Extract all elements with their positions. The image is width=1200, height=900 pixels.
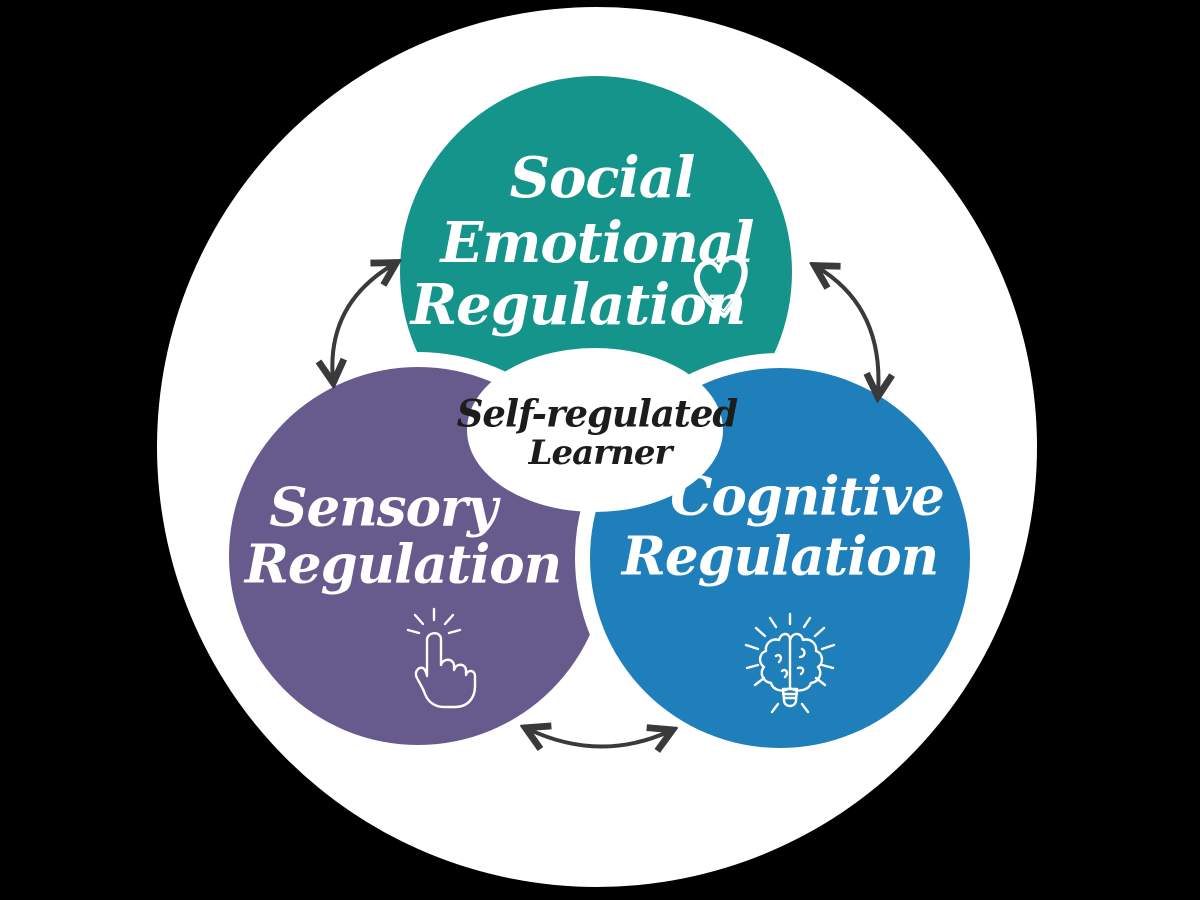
cognitive-label-line2: Regulation	[621, 525, 939, 588]
center-ellipse	[467, 348, 723, 512]
social-label-line2: Emotional	[440, 210, 754, 276]
social-label-line3: Regulation	[410, 272, 747, 338]
arrow-social-cognitive	[817, 267, 878, 394]
sensory-label-line2: Regulation	[244, 533, 562, 596]
center-label-line1: Self-regulated	[456, 391, 739, 436]
center-label-line2: Learner	[528, 433, 673, 473]
brain-rays-icon	[744, 612, 836, 714]
brain-lightbulb-icon	[744, 612, 836, 714]
social-label-line1: Social	[509, 145, 696, 211]
heart-icon	[693, 255, 748, 319]
sensory-label-line1: Sensory	[269, 476, 497, 539]
tap-finger-icon	[406, 607, 477, 709]
arrow-sensory-cognitive	[528, 729, 670, 747]
arrow-social-sensory	[332, 264, 394, 380]
cognitive-label-line1: Cognitive	[670, 465, 944, 528]
